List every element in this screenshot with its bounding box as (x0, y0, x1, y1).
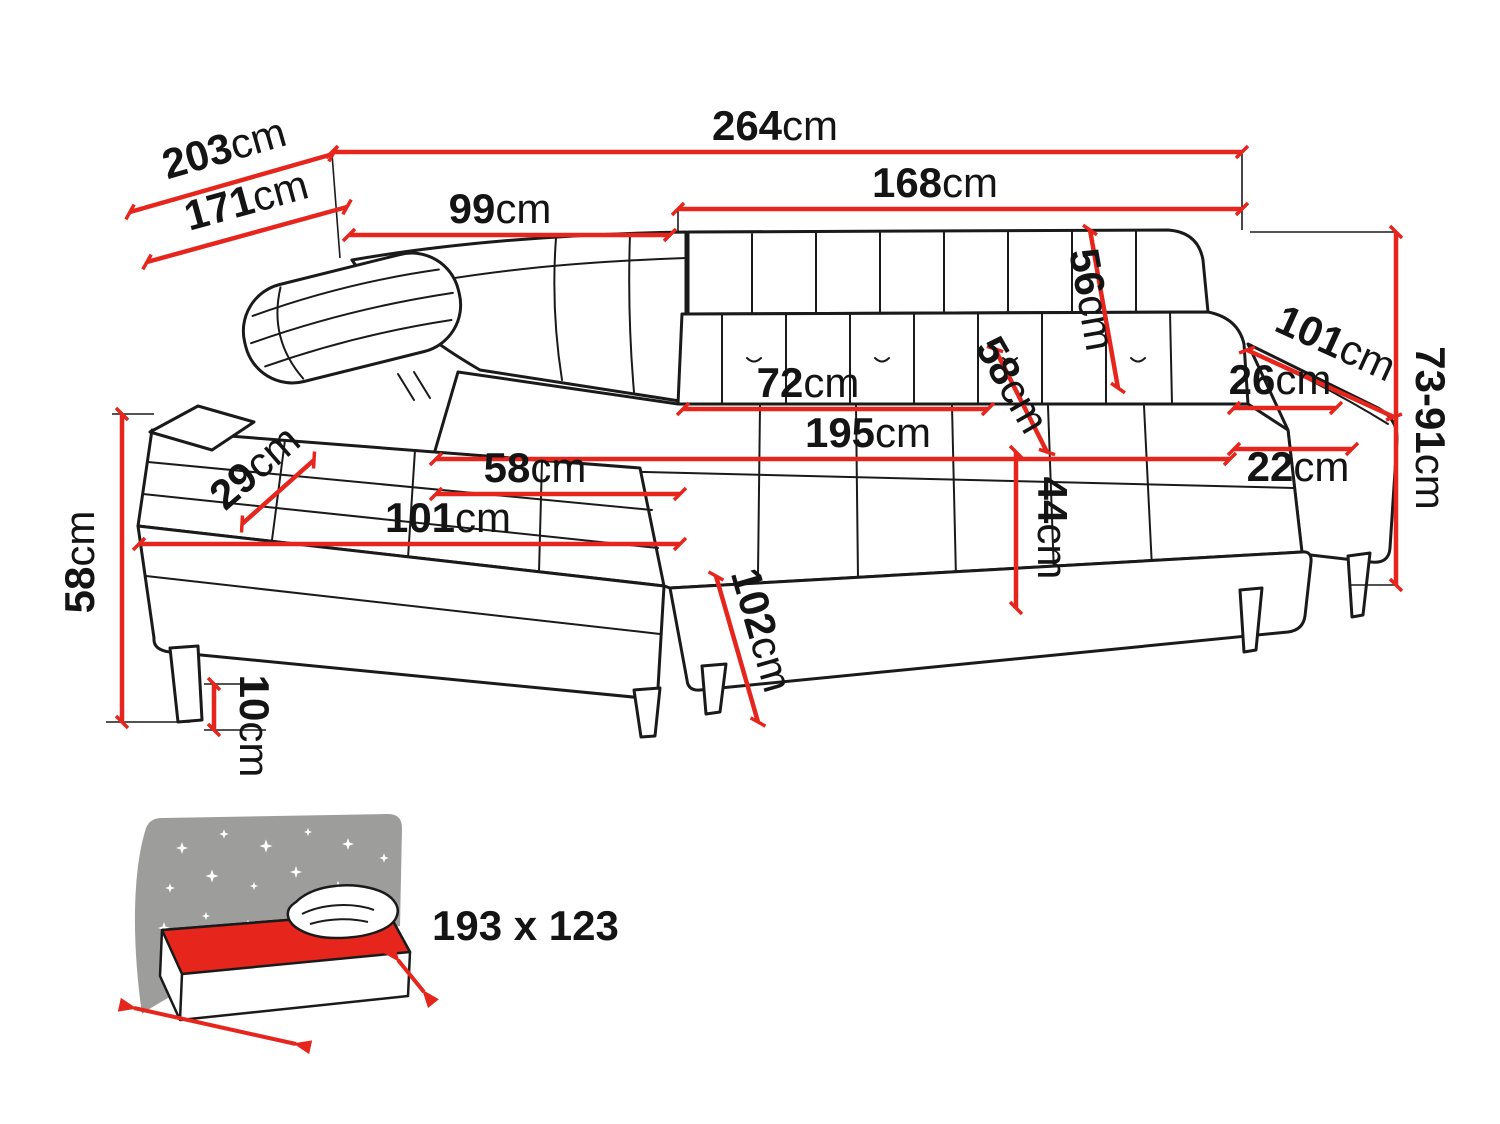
dim-leg-height: 10cm (231, 675, 278, 778)
dim-line-back-height (1082, 223, 1126, 395)
sofa-leg (168, 644, 204, 724)
dim-line-chaise-total (707, 570, 767, 728)
dim-side-height: 58cm (56, 511, 103, 614)
sofa-headrest (241, 251, 463, 385)
sofa-left-arm (148, 404, 256, 452)
dim-height-range: 73-91cm (1407, 346, 1454, 509)
duvet (286, 884, 399, 940)
dim-seat-depth: 72cm (757, 359, 860, 406)
sofa-leg (1238, 586, 1264, 654)
dim-chaise-length: 101cm (385, 494, 511, 541)
dim-back-right: 168cm (872, 159, 998, 206)
dim-seat-height: 44cm (1029, 477, 1076, 580)
sofa-leg (632, 686, 662, 739)
dim-armrest-top-width: 26cm (1229, 356, 1332, 403)
sofa-leg (700, 662, 728, 716)
sleeping-area-icon (117, 814, 439, 1055)
size-arrow-depth (383, 943, 439, 1009)
dim-back-height: 56cm (1060, 245, 1124, 354)
dim-line-corner-width (239, 451, 317, 533)
dim-line-armrest-length (1238, 345, 1403, 422)
size-arrow-width (117, 997, 313, 1055)
sofa-seat-front (668, 550, 1313, 692)
dim-line-depth-inner (141, 198, 353, 271)
dim-armrest-height: 22cm (1247, 443, 1350, 490)
dim-line-seat-diag (986, 344, 1056, 457)
dim-chaise-width: 58cm (484, 444, 587, 491)
dim-total-width: 264cm (712, 102, 838, 149)
sofa-back-upper (686, 228, 1210, 316)
sleeping-area-size: 193 x 123 (432, 902, 619, 949)
dim-seat-length: 195cm (805, 409, 931, 456)
dimension-lines (114, 144, 1404, 738)
dim-back-left: 99cm (449, 185, 552, 232)
